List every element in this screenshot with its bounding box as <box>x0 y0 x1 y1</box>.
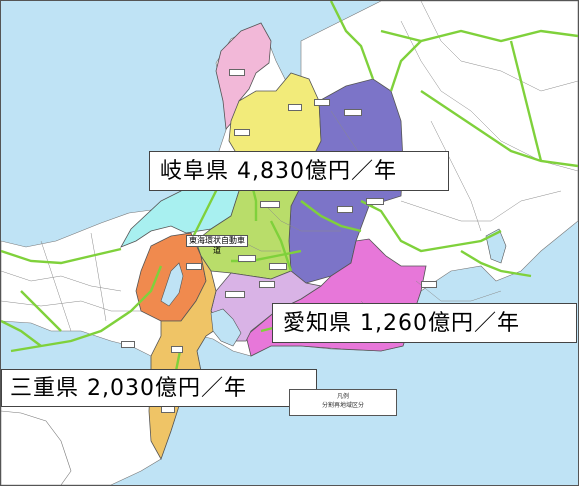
place-tag <box>121 341 135 348</box>
aichi-callout: 愛知県 1,260億円／年 <box>272 303 577 343</box>
ise-bay <box>210 308 242 347</box>
legend-item: 分割再地域区分 <box>321 402 364 409</box>
ishikawa-region <box>215 22 272 130</box>
place-tag <box>234 129 250 136</box>
place-tag <box>344 109 362 116</box>
place-tag <box>259 281 275 288</box>
tokyo-bay <box>485 228 507 264</box>
place-tag <box>171 346 183 353</box>
place-tag <box>186 263 202 270</box>
gifu-callout: 岐阜県 4,830億円／年 <box>149 151 449 191</box>
place-tag <box>314 99 330 106</box>
place-tag <box>366 198 384 205</box>
place-tag <box>229 69 245 76</box>
expressway-label: 東海環状自動車道 <box>186 235 248 255</box>
expressway-network <box>1 1 578 402</box>
shikoku-edge <box>1 410 72 485</box>
mie-callout: 三重県 2,030億円／年 <box>1 369 317 407</box>
lake-biwa <box>160 262 184 307</box>
place-tag <box>260 201 280 208</box>
place-tag <box>269 263 287 270</box>
place-tag <box>238 255 256 262</box>
place-tag <box>288 104 302 111</box>
place-tag <box>337 206 353 213</box>
legend-box: 凡例 分割再地域区分 <box>289 389 397 416</box>
legend-title: 凡例 <box>336 393 349 400</box>
place-tag <box>421 281 437 288</box>
place-tag <box>225 291 245 298</box>
